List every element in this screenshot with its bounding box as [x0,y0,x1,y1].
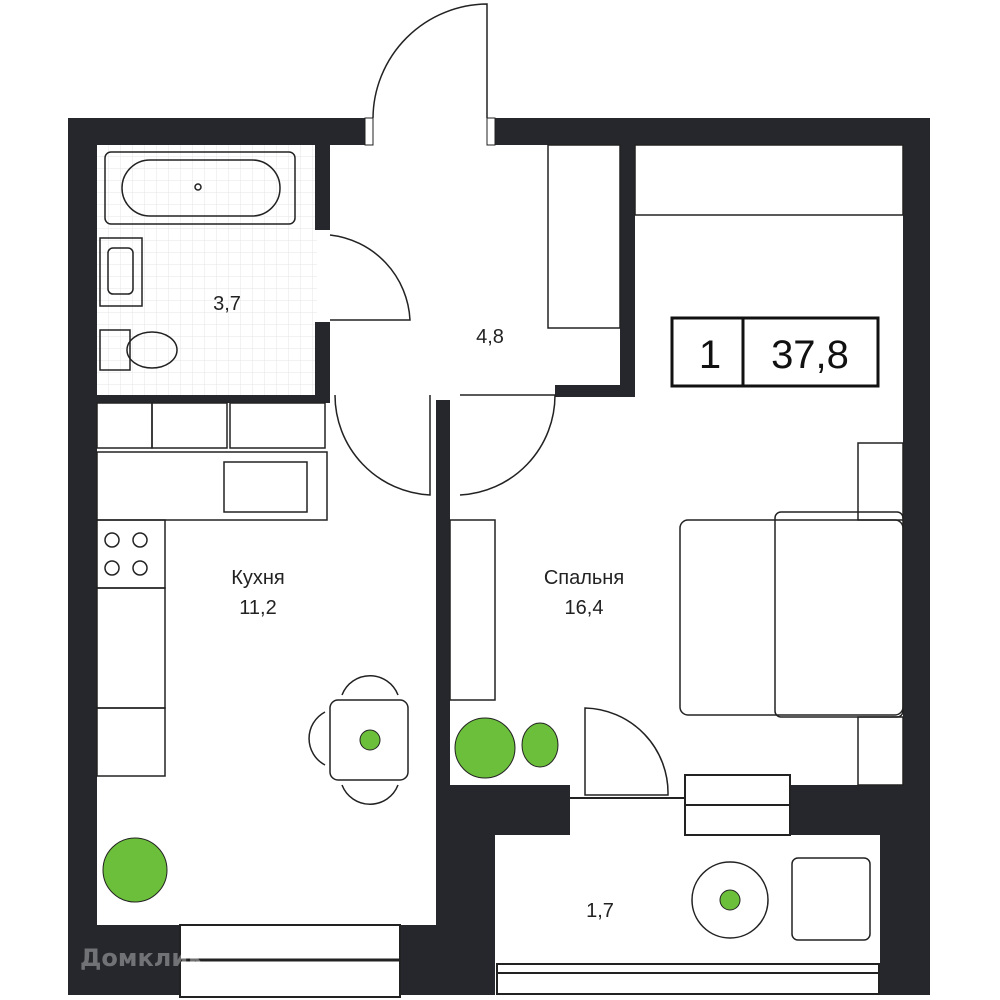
balcony-area: 1,7 [586,900,614,922]
kitchen-name: Кухня [231,567,285,589]
rooms-count: 1 [699,333,721,377]
furniture [96,144,904,941]
total-area: 37,8 [771,333,849,377]
bathroom-area: 3,7 [213,293,241,315]
kitchen-area: 11,2 [239,597,276,619]
plants [102,717,741,911]
bedroom-name: Спальня [544,567,624,589]
bedroom-area: 16,4 [565,597,604,619]
doors [329,3,669,796]
watermark: Домклик [80,944,204,972]
windows [179,774,880,998]
hallway-area: 4,8 [476,326,504,348]
summary-box: 1 37,8 [670,316,880,388]
